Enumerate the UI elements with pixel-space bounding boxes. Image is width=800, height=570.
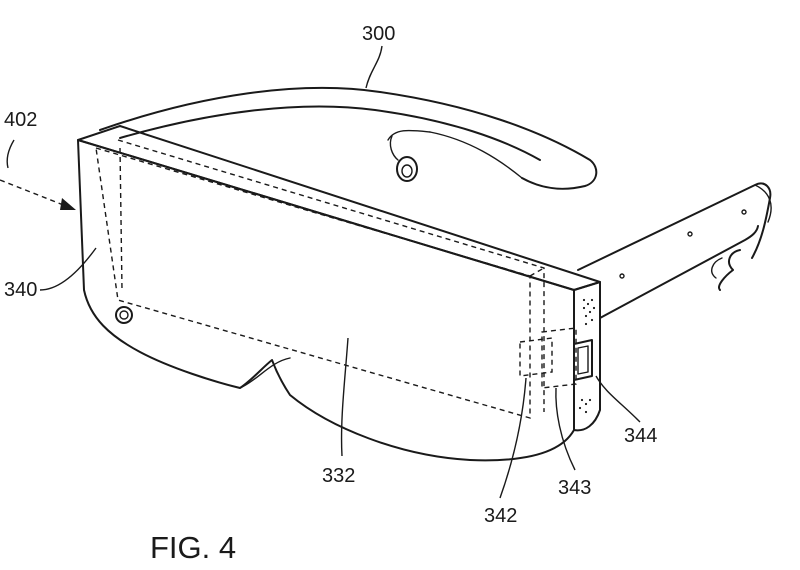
connector-343 [541, 327, 577, 389]
earphone-left [389, 135, 418, 182]
label-300: 300 [362, 23, 395, 45]
leader-lines [39, 45, 641, 499]
label-340: 340 [4, 279, 37, 301]
earphone-right [711, 249, 741, 291]
temple-arm-right [577, 182, 772, 319]
connector-342 [519, 337, 553, 377]
connector-344 [573, 339, 593, 381]
label-343: 343 [558, 477, 591, 499]
view-direction-arrow [0, 139, 76, 210]
speaker-grille [578, 298, 596, 414]
label-402: 402 [4, 109, 37, 131]
reference-labels: 300 402 340 332 342 343 344 [4, 23, 657, 527]
label-342: 342 [484, 505, 517, 527]
head-strap [99, 86, 598, 190]
label-332: 332 [322, 465, 355, 487]
label-344: 344 [624, 425, 657, 447]
front-housing [77, 125, 601, 462]
figure-caption: FIG. 4 [150, 530, 236, 565]
